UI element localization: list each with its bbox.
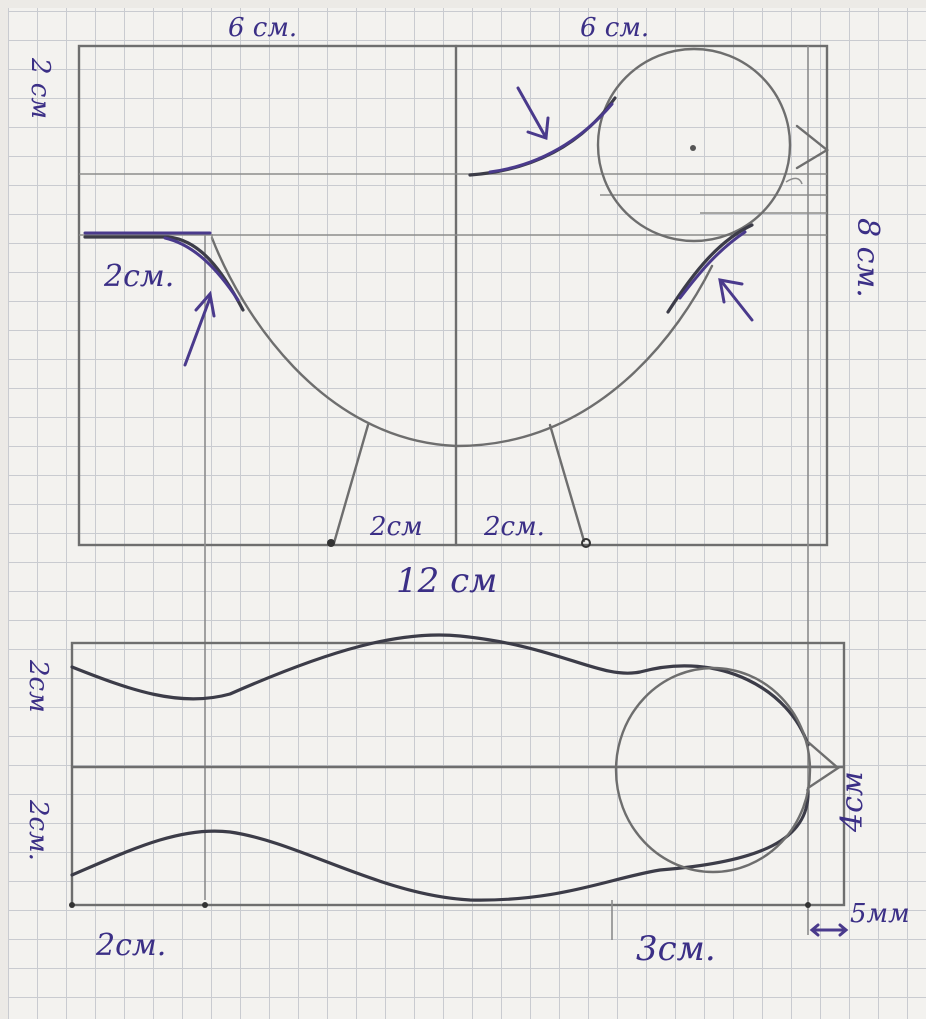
label-bottom-head-width: 3см. — [636, 929, 716, 969]
label-leg-left: 2см — [369, 512, 423, 542]
bird-head-outline — [596, 47, 792, 243]
label-bottom-left-width: 2см. — [95, 928, 166, 963]
top-view-lower-outline — [70, 788, 810, 902]
side-view-frame — [77, 44, 829, 935]
label-leg-right: 2см. — [483, 512, 545, 542]
ink-arrows — [183, 86, 754, 367]
right-leg — [548, 423, 586, 543]
dimension-labels: 6 см. 6 см. 2 см 2см. 8 см. 2см 2см. 12 … — [23, 13, 910, 969]
label-wing-offset: 2см. — [103, 259, 174, 294]
top-view-beak — [806, 740, 840, 790]
label-top-left-width: 6 см. — [228, 13, 297, 43]
label-top-right-width: 6 см. — [580, 13, 649, 43]
label-bottom-right-height: 4см — [835, 771, 870, 833]
bird-beak — [795, 124, 830, 170]
top-view-head-outline — [614, 666, 812, 874]
bird-chest-curve — [666, 223, 754, 314]
label-total-width: 12 см — [396, 561, 497, 601]
bird-body-outline — [210, 236, 714, 448]
arrow-tail-icon — [183, 290, 216, 367]
top-view-upper-outline — [70, 633, 810, 747]
label-left-top-height: 2 см — [25, 57, 55, 119]
left-leg — [332, 423, 370, 545]
arrow-back-icon — [516, 86, 550, 141]
side-view-bird — [83, 47, 830, 548]
bird-eye — [690, 145, 696, 151]
top-view-frame — [69, 641, 849, 940]
label-beak-length: 5мм — [850, 899, 910, 929]
label-bottom-left-lower: 2см. — [23, 799, 53, 861]
arrow-chest-icon — [718, 278, 754, 322]
label-bottom-left-upper: 2см — [23, 659, 53, 713]
graph-paper-sheet — [8, 8, 926, 1019]
label-right-height: 8 см. — [850, 218, 885, 298]
top-view-bird — [70, 633, 840, 902]
